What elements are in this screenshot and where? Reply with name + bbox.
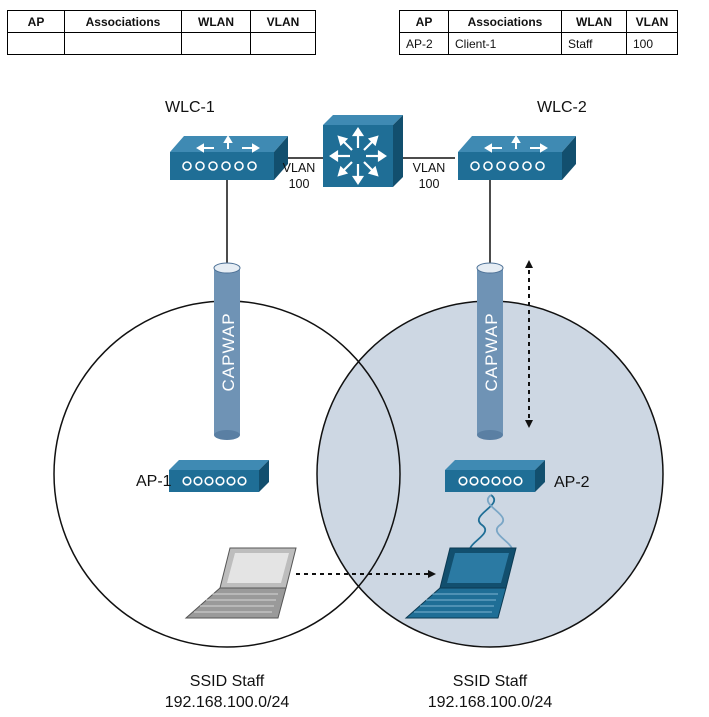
capwap-label-left: CAPWAP [219, 312, 238, 391]
capwap-tunnel-left: CAPWAP [213, 262, 241, 440]
core-switch-icon [323, 115, 403, 187]
client-laptop-after-icon [404, 547, 517, 619]
wlc2-controller-icon [458, 135, 576, 180]
table-cell: Client-1 [448, 32, 562, 55]
right-subnet-label: 192.168.100.0/24 [428, 694, 553, 711]
ap2-access-point-icon [445, 460, 545, 492]
wlc1-label: WLC-1 [165, 99, 215, 116]
capwap-label-right: CAPWAP [482, 312, 501, 391]
client-laptop-before-icon [184, 547, 297, 619]
ap1-label: AP-1 [136, 473, 172, 490]
wireless-signal-icon [469, 494, 513, 556]
table-cell: 100 [626, 32, 678, 55]
table-row [7, 32, 316, 55]
wlc1-controller-icon [170, 135, 288, 180]
left-ssid-label: SSID Staff [190, 673, 265, 690]
vlan-left-label-line1: VLAN [283, 161, 316, 175]
table-cell [250, 32, 316, 55]
vlan-left-label-line2: 100 [289, 177, 310, 191]
ap1-access-point-icon [169, 460, 269, 492]
ap2-label: AP-2 [554, 474, 590, 491]
table-row: AP-2 Client-1 Staff 100 [399, 32, 678, 55]
table-header-row: AP Associations WLAN VLAN [7, 10, 316, 33]
right-association-table: AP Associations WLAN VLAN AP-2 Client-1 … [399, 10, 678, 55]
table-header: Associations [448, 10, 562, 33]
vlan-right-label-line1: VLAN [413, 161, 446, 175]
vlan-right-label-line2: 100 [419, 177, 440, 191]
right-ssid-label: SSID Staff [453, 673, 528, 690]
capwap-tunnel-right: CAPWAP [476, 262, 504, 440]
table-header: VLAN [626, 10, 678, 33]
wlc2-label: WLC-2 [537, 99, 587, 116]
left-association-table: AP Associations WLAN VLAN [7, 10, 316, 55]
table-cell: Staff [561, 32, 627, 55]
table-cell: AP-2 [399, 32, 449, 55]
left-subnet-label: 192.168.100.0/24 [165, 694, 290, 711]
